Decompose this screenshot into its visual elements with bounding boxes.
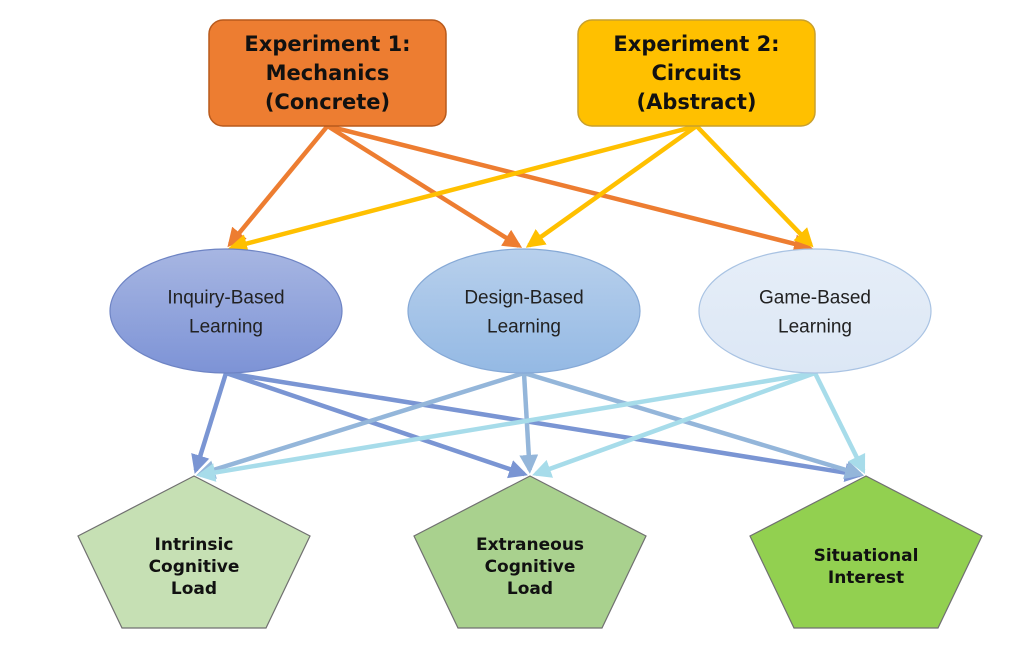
arrow-design-to-situational [523, 370, 864, 479]
arrow-inquiry-to-intrinsic [191, 372, 229, 474]
experiment-label: (Abstract) [636, 90, 756, 114]
outcome-pentagon-shape [413, 475, 647, 629]
outcome-label: Cognitive [485, 557, 576, 577]
arrow-exp2-to-inquiry [228, 123, 698, 253]
arrow-exp2-to-design [525, 124, 698, 248]
outcome-pentagon-shape [749, 475, 983, 629]
experiment-label: Experiment 2: [613, 32, 779, 56]
method-ellipse-shape [109, 248, 343, 374]
method-label: Learning [487, 317, 561, 338]
outcome-label: Cognitive [149, 557, 240, 577]
experiment-box-exp2: Experiment 2: Circuits (Abstract) [577, 19, 816, 127]
outcome-label: Interest [828, 568, 904, 588]
arrow-exp1-to-inquiry [227, 124, 330, 248]
method-ellipse-shape [698, 248, 932, 374]
experiment-box-shape [577, 19, 816, 127]
arrow-game-to-intrinsic [196, 370, 816, 482]
method-label: Learning [189, 317, 263, 338]
outcome-pentagon-shape [77, 475, 311, 629]
method-label: Learning [778, 317, 852, 338]
arrow-inquiry-to-extraneous [225, 370, 528, 479]
arrow-game-to-situational [812, 372, 866, 475]
experiment-box-exp1: Experiment 1: Mechanics (Concrete) [208, 19, 447, 127]
arrow-exp2-to-game [694, 124, 814, 248]
arrow-exp1-to-design [326, 124, 523, 248]
arrow-design-to-intrinsic [196, 370, 525, 479]
outcome-label: Load [507, 579, 553, 599]
outcome-label: Extraneous [476, 535, 584, 555]
arrow-game-to-extraneous [532, 370, 816, 478]
outcome-label: Situational [814, 546, 919, 566]
arrow-exp1-to-game [326, 123, 813, 253]
arrow-inquiry-to-situational [225, 370, 864, 482]
outcome-label: Intrinsic [155, 535, 234, 555]
method-label: Game-Based [759, 288, 871, 309]
experiment-box-shape [208, 19, 447, 127]
nodes-layer: Experiment 1:Mechanics(Concrete)Experime… [77, 19, 983, 629]
experiment-label: Experiment 1: [244, 32, 410, 56]
edges-layer [191, 123, 866, 482]
experiment-label: Circuits [651, 61, 741, 85]
method-label: Design-Based [464, 288, 583, 309]
method-label: Inquiry-Based [167, 288, 284, 309]
experiment-label: (Concrete) [265, 90, 390, 114]
experiment-label: Mechanics [266, 61, 390, 85]
outcome-label: Load [171, 579, 217, 599]
method-ellipse-shape [407, 248, 641, 374]
